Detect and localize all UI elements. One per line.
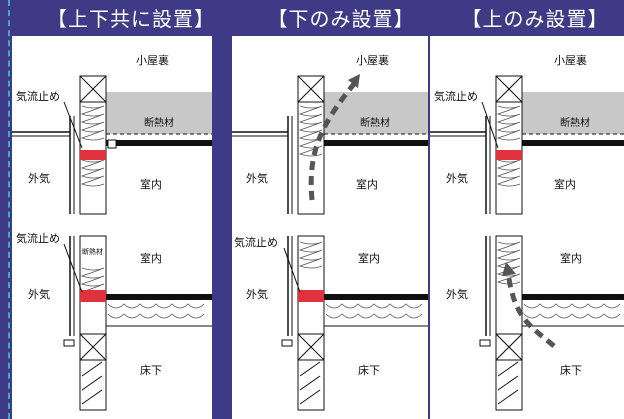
- airflow-arrow: [505, 271, 556, 348]
- attic-label: 小屋裏: [356, 53, 389, 67]
- airstop-label-upper: 気流止め: [434, 89, 478, 103]
- floor-board: [522, 294, 624, 300]
- panel-both: 小屋裏 断熱材 気流止め 外気 室内 断熱材 気流止め 外気 室内 床下: [12, 36, 212, 419]
- ceiling-board: [522, 140, 624, 146]
- airstop-upper: [496, 150, 522, 160]
- room-label-upper: 室内: [554, 177, 576, 191]
- airstop-label-lower: 気流止め: [16, 231, 60, 245]
- outside-label-lower: 外気: [446, 287, 468, 301]
- ceiling-board: [324, 140, 428, 146]
- attic-label: 小屋裏: [136, 53, 169, 67]
- airstop-upper: [80, 150, 106, 160]
- room-label-upper: 室内: [356, 177, 378, 191]
- outside-label-lower: 外気: [246, 287, 268, 301]
- underfloor-label: 床下: [358, 363, 380, 377]
- outside-label-upper: 外気: [28, 171, 50, 185]
- title-top-only: 【上のみ設置】: [461, 7, 609, 31]
- airstop-lower: [80, 290, 106, 302]
- insulation-label: 断熱材: [360, 116, 390, 129]
- floor-board: [106, 294, 212, 300]
- room-label-lower: 室内: [560, 251, 582, 265]
- title-both: 【上下共に設置】: [47, 7, 215, 31]
- outside-label-lower: 外気: [28, 287, 50, 301]
- underfloor-label: 床下: [560, 363, 582, 377]
- airstop-lower: [298, 290, 324, 302]
- ceiling-insulation: [106, 92, 212, 134]
- airflow-arrowhead: [348, 74, 360, 88]
- title-bottom-only: 【下のみ設置】: [267, 7, 415, 31]
- outside-label-upper: 外気: [446, 171, 468, 185]
- outside-label-upper: 外気: [246, 171, 268, 185]
- underfloor-label: 床下: [140, 363, 162, 377]
- airstop-label-upper: 気流止め: [16, 89, 60, 103]
- ceiling-board: [106, 140, 212, 146]
- room-label-lower: 室内: [358, 251, 380, 265]
- insulation-label: 断熱材: [144, 116, 174, 129]
- floor-board: [324, 294, 428, 300]
- room-label-upper: 室内: [140, 177, 162, 191]
- airstop-label-lower: 気流止め: [234, 235, 278, 249]
- left-dashed-border: [8, 0, 10, 419]
- panel-bottom-only: 小屋裏 断熱材 外気 室内 気流止め 外気 室内 床下: [232, 36, 428, 419]
- attic-label: 小屋裏: [554, 53, 587, 67]
- insulation-label: 断熱材: [560, 116, 590, 129]
- room-label-lower: 室内: [140, 251, 162, 265]
- small-insulation-label: 断熱材: [82, 247, 103, 256]
- airflow-arrowhead: [502, 262, 516, 276]
- ceiling-insulation: [522, 92, 624, 134]
- panel-top-only: 小屋裏 断熱材 気流止め 外気 室内 外気 室内 床下: [430, 36, 624, 419]
- airflow-arrow: [308, 82, 356, 201]
